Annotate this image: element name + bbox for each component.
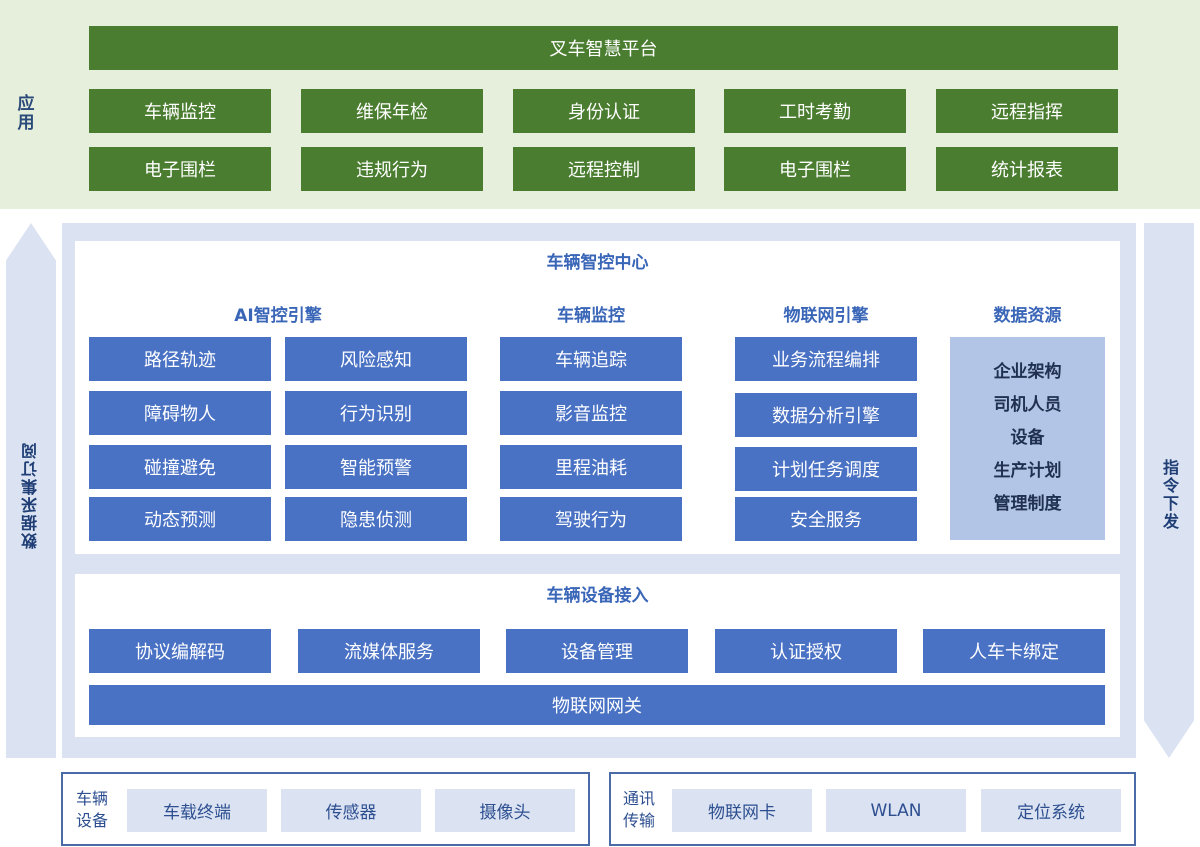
access-item: 流媒体服务 <box>298 629 480 673</box>
access-item: 协议编解码 <box>89 629 271 673</box>
platform-banner: 叉车智慧平台 <box>89 26 1118 70</box>
app-item: 身份认证 <box>513 89 695 133</box>
command-label: 指令下发 <box>1160 459 1179 531</box>
iot-item: 数据分析引擎 <box>735 393 917 437</box>
app-item: 维保年检 <box>301 89 483 133</box>
control-center-title: 车辆智控中心 <box>546 252 649 273</box>
device-access-title: 车辆设备接入 <box>546 585 649 606</box>
device-item: 车载终端 <box>127 789 267 832</box>
iot-gateway: 物联网网关 <box>89 685 1105 725</box>
resource-item: 设备 <box>1010 428 1045 448</box>
ai-item: 行为识别 <box>285 391 467 435</box>
comm-item: 定位系统 <box>981 789 1121 832</box>
monitor-item: 里程油耗 <box>500 445 682 489</box>
resource-item: 司机人员 <box>993 395 1062 415</box>
app-item: 违规行为 <box>301 147 483 191</box>
communication-label: 通讯传输 <box>622 789 655 830</box>
app-item: 车辆监控 <box>89 89 271 133</box>
access-item: 认证授权 <box>715 629 897 673</box>
monitor-item: 影音监控 <box>500 391 682 435</box>
ai-engine-title: AI智控引擎 <box>234 305 322 326</box>
ai-item: 路径轨迹 <box>89 337 271 381</box>
iot-item: 计划任务调度 <box>735 447 917 491</box>
monitor-item: 车辆追踪 <box>500 337 682 381</box>
app-item: 电子围栏 <box>89 147 271 191</box>
command-down-arrow <box>1144 223 1194 758</box>
resource-item: 企业架构 <box>993 362 1062 382</box>
monitor-title: 车辆监控 <box>557 305 625 326</box>
comm-item: 物联网卡 <box>672 789 812 832</box>
resource-item: 管理制度 <box>993 494 1062 514</box>
ai-item: 碰撞避免 <box>89 445 271 489</box>
app-item: 电子围栏 <box>724 147 906 191</box>
iot-item: 安全服务 <box>735 497 917 541</box>
ai-item: 障碍物人 <box>89 391 271 435</box>
monitor-item: 驾驶行为 <box>500 497 682 541</box>
iot-engine-title: 物联网引擎 <box>783 305 869 326</box>
ai-item: 智能预警 <box>285 445 467 489</box>
app-item: 远程指挥 <box>936 89 1118 133</box>
iot-item: 业务流程编排 <box>735 337 917 381</box>
application-layer-label: 应用 <box>13 94 34 132</box>
ai-item: 风险感知 <box>285 337 467 381</box>
app-item: 远程控制 <box>513 147 695 191</box>
ai-item: 动态预测 <box>89 497 271 541</box>
resource-item: 生产计划 <box>993 461 1062 481</box>
access-item: 设备管理 <box>506 629 688 673</box>
app-item: 工时考勤 <box>724 89 906 133</box>
data-resources-title: 数据资源 <box>993 305 1062 326</box>
data-subscribe-up-arrow <box>6 223 56 758</box>
app-item: 统计报表 <box>936 147 1118 191</box>
ai-item: 隐患侦测 <box>285 497 467 541</box>
device-item: 传感器 <box>281 789 421 832</box>
device-item: 摄像头 <box>435 789 575 832</box>
comm-item: WLAN <box>826 789 966 832</box>
data-resources-box: 企业架构 司机人员 设备 生产计划 管理制度 <box>950 337 1105 540</box>
access-item: 人车卡绑定 <box>923 629 1105 673</box>
vehicle-devices-label: 车辆设备 <box>75 789 108 830</box>
data-subscribe-label: 数据采集订阅 <box>21 441 40 549</box>
